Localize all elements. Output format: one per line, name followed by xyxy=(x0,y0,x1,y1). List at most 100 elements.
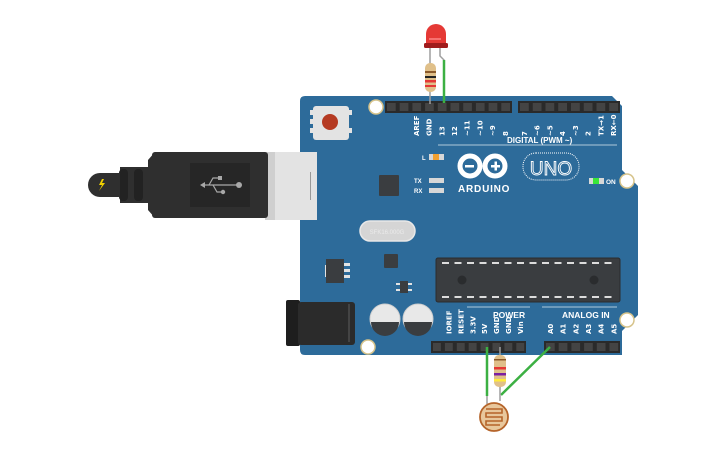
header-pin[interactable] xyxy=(425,103,434,111)
header-pin[interactable] xyxy=(558,103,567,111)
header-pin[interactable] xyxy=(546,343,555,351)
pin-label: GND xyxy=(493,316,501,334)
header-pin[interactable] xyxy=(532,103,542,111)
mounting-hole xyxy=(360,339,376,355)
pin-label: 4 xyxy=(559,131,567,136)
header-pin[interactable] xyxy=(584,343,593,351)
pin-label: 8 xyxy=(502,131,510,136)
on-label: ON xyxy=(606,179,616,186)
power-header xyxy=(431,341,526,353)
header-pin[interactable] xyxy=(468,343,477,351)
pin-label: Vin xyxy=(517,321,525,334)
led-tx xyxy=(429,178,444,183)
pin-label: ~11 xyxy=(464,120,472,136)
header-pin[interactable] xyxy=(480,343,489,351)
header-pin[interactable] xyxy=(516,343,525,351)
pin-label: TX→1 xyxy=(597,115,605,136)
pin-label: A0 xyxy=(547,324,555,334)
pin-label: 5V xyxy=(481,323,489,334)
pin-label: GND xyxy=(426,118,434,136)
header-pin[interactable] xyxy=(609,103,618,111)
header-pin[interactable] xyxy=(596,343,606,351)
brand-label: ARDUINO xyxy=(458,184,510,195)
header-pin[interactable] xyxy=(444,343,453,351)
digital-header-label: DIGITAL (PWM ~) xyxy=(507,136,573,145)
pin-label: RX←0 xyxy=(610,114,618,136)
header-pin[interactable] xyxy=(488,103,498,111)
mounting-hole xyxy=(619,173,635,189)
led-on xyxy=(589,178,604,184)
header-pin[interactable] xyxy=(558,343,568,351)
pin-label: ~5 xyxy=(546,125,554,136)
header-pin[interactable] xyxy=(399,103,409,111)
pin-label: A1 xyxy=(560,324,568,334)
digital-header-right xyxy=(518,101,620,113)
photoresistor[interactable] xyxy=(479,402,509,432)
analog-header xyxy=(544,341,620,353)
model-badge xyxy=(522,152,580,181)
pin-label: IOREF xyxy=(445,310,453,334)
pin-label: 13 xyxy=(438,126,446,136)
header-pin[interactable] xyxy=(596,103,606,111)
capacitor xyxy=(402,303,434,336)
arduino-logo xyxy=(457,153,508,179)
header-pin[interactable] xyxy=(492,343,501,351)
led-l-label: L xyxy=(422,156,426,162)
mounting-hole xyxy=(368,99,384,115)
led-rx-label: RX xyxy=(414,189,422,195)
header-pin[interactable] xyxy=(504,343,513,351)
header-pin[interactable] xyxy=(583,103,593,111)
led-tx-label: TX xyxy=(414,179,422,185)
pin-label: AREF xyxy=(413,115,421,136)
header-pin[interactable] xyxy=(501,103,510,111)
model-label: UNO xyxy=(530,159,572,180)
power-header-label: POWER xyxy=(493,310,525,320)
crystal-oscillator: SFK16.000G xyxy=(359,220,416,242)
pin-label: ~10 xyxy=(476,120,484,136)
header-pin[interactable] xyxy=(450,103,460,111)
voltage-regulator xyxy=(325,259,350,283)
pin-label: 7 xyxy=(521,131,529,136)
microcontroller-chip xyxy=(435,257,621,303)
header-pin[interactable] xyxy=(437,103,447,111)
header-pin[interactable] xyxy=(387,103,396,111)
mounting-hole xyxy=(619,312,635,328)
usb-port[interactable] xyxy=(265,152,317,220)
pin-label: A3 xyxy=(585,324,593,334)
wire-a0-to-ldr[interactable] xyxy=(500,346,551,396)
pin-label: A2 xyxy=(572,324,580,334)
power-jack[interactable] xyxy=(286,300,355,346)
pin-label: ~6 xyxy=(534,125,542,136)
transistor xyxy=(396,281,412,293)
ldr-resistor[interactable] xyxy=(494,347,506,401)
usb-icon xyxy=(200,176,242,195)
pin-label: A4 xyxy=(598,324,606,334)
led-resistor[interactable] xyxy=(425,63,436,104)
red-led[interactable] xyxy=(424,24,448,98)
header-pin[interactable] xyxy=(456,343,465,351)
capacitor xyxy=(369,303,401,336)
header-pin[interactable] xyxy=(609,343,619,351)
svg-text:SFK16.000G: SFK16.000G xyxy=(370,230,405,236)
header-pin[interactable] xyxy=(545,103,555,111)
pin-label: ~3 xyxy=(572,125,580,136)
analog-header-label: ANALOG IN xyxy=(562,310,610,320)
reset-button[interactable] xyxy=(310,106,352,140)
led-l xyxy=(429,154,444,160)
header-pin[interactable] xyxy=(571,103,580,111)
header-pin[interactable] xyxy=(520,103,529,111)
pin-label: GND xyxy=(505,316,513,334)
header-pin[interactable] xyxy=(475,103,485,111)
header-pin[interactable] xyxy=(433,343,441,351)
header-pin[interactable] xyxy=(571,343,581,351)
header-pin[interactable] xyxy=(463,103,472,111)
header-pin[interactable] xyxy=(412,103,422,111)
small-ic xyxy=(384,254,398,268)
pin-label: 12 xyxy=(451,126,459,136)
pin-label: 3.3V xyxy=(469,316,477,334)
